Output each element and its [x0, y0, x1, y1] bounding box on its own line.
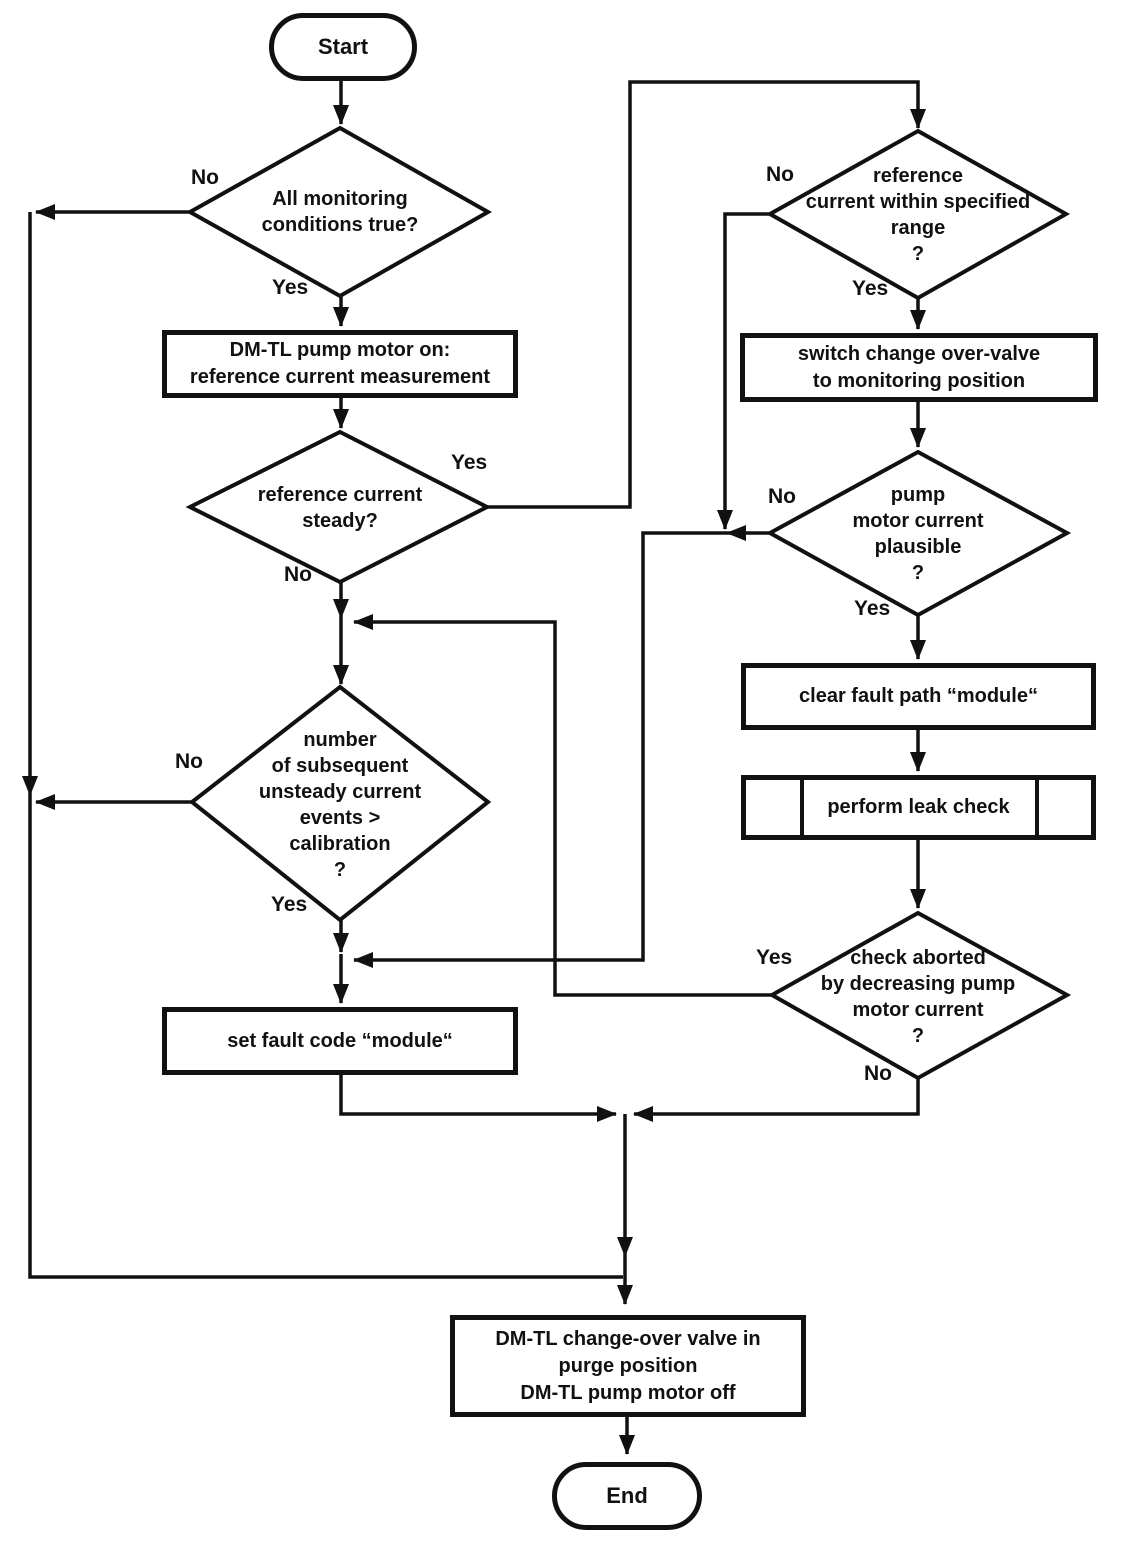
process-pump-motor-on-line1: DM-TL pump motor on: [229, 339, 451, 361]
edge-refsteady-yes-to-refrange [487, 80, 926, 509]
edge-left-wall-to-final-merge [28, 795, 623, 1279]
label-unsteady-yes: Yes [271, 893, 308, 916]
process-switch-valve: switch change over-valve to monitoring p… [740, 333, 1098, 402]
edge-group [22, 80, 926, 1455]
label-checkaborted-yes: Yes [756, 946, 793, 969]
process-purge-position: DM-TL change-over valve in purge positio… [450, 1315, 806, 1417]
process-purge-position-line1: DM-TL change-over valve in [495, 1327, 761, 1350]
label-plausible-no: No [768, 485, 796, 508]
process-purge-position-line3: DM-TL pump motor off [520, 1381, 736, 1404]
decision-monitoring-shape [185, 125, 493, 299]
edge-setfault-to-bottom-merge [339, 1075, 617, 1122]
label-checkaborted-no: No [864, 1062, 892, 1085]
process-pump-motor-on: DM-TL pump motor on: reference current m… [162, 330, 518, 398]
edge-checkaborted-yes-loop [353, 614, 772, 997]
label-unsteady-no: No [175, 750, 203, 773]
start-label: Start [317, 34, 369, 59]
label-monitoring-no: No [191, 166, 219, 189]
label-monitoring-yes: Yes [272, 276, 309, 299]
process-set-fault-code: set fault code “module“ [162, 1007, 518, 1075]
leak-check-left-bar [800, 780, 804, 835]
process-set-fault-code-line1: set fault code “module“ [227, 1029, 453, 1052]
process-pump-motor-on-line2: reference current measurement [189, 366, 491, 388]
decision-refsteady-shape [185, 429, 492, 585]
end-label: End [606, 1483, 648, 1508]
process-perform-leak-check-line1: perform leak check [827, 796, 1010, 818]
process-switch-valve-line1: switch change over-valve [797, 342, 1041, 365]
edge-fault-loop-to-setfault [353, 531, 727, 968]
label-refrange-yes: Yes [852, 277, 889, 300]
process-clear-fault-path: clear fault path “module“ [741, 663, 1096, 730]
edge-checkaborted-no-to-merge [633, 1078, 920, 1122]
label-refrange-no: No [766, 163, 794, 186]
label-plausible-yes: Yes [854, 597, 891, 620]
label-refsteady-yes: Yes [451, 451, 488, 474]
label-refsteady-no: No [284, 563, 312, 586]
start-terminator: Start [269, 13, 417, 81]
decision-plausible-shape [765, 449, 1072, 618]
process-purge-position-line2: purge position [558, 1354, 698, 1377]
edge-refrange-no-down [717, 212, 770, 530]
process-clear-fault-path-line1: clear fault path “module“ [799, 685, 1038, 707]
process-perform-leak-check: perform leak check [741, 775, 1096, 840]
decision-checkaborted-shape [767, 910, 1072, 1081]
process-switch-valve-line2: to monitoring position [812, 369, 1026, 392]
decision-unsteady-shape [188, 684, 492, 923]
end-terminator: End [552, 1462, 702, 1530]
decision-refrange-shape [765, 128, 1071, 301]
decision-shapes [185, 125, 1072, 1081]
leak-check-right-bar [1035, 780, 1039, 835]
